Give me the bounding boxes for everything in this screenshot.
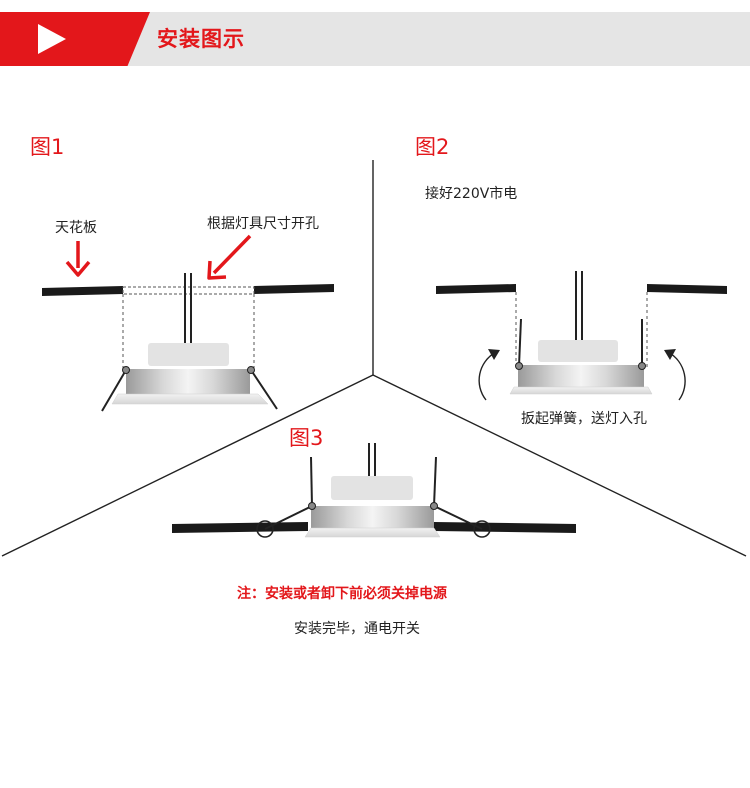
figure3-label: 图3 <box>289 426 324 450</box>
section-title: 安装图示 <box>157 27 245 51</box>
figure2-drawing <box>436 271 727 401</box>
figure3-drawing <box>172 443 576 538</box>
hole-size-label: 根据灯具尺寸开孔 <box>207 216 319 232</box>
spring-label: 扳起弹簧，送灯入孔 <box>521 411 647 427</box>
left-rotate-arrow-icon <box>478 349 500 401</box>
figure2-label: 图2 <box>415 135 450 159</box>
figure1-label: 图1 <box>30 135 65 159</box>
figure1-drawing <box>42 234 334 412</box>
safety-warning: 注：安装或者卸下前必须关掉电源 <box>237 586 447 602</box>
divider-lines <box>1 160 747 557</box>
ceiling-label: 天花板 <box>55 220 97 236</box>
ceiling-arrow-icon <box>65 241 91 277</box>
section-header: 安装图示 <box>0 12 750 66</box>
play-icon <box>38 24 66 54</box>
power-label: 接好220V市电 <box>425 186 518 202</box>
right-rotate-arrow-icon <box>664 349 686 401</box>
hole-arrow-icon <box>207 234 252 280</box>
header-accent-block <box>0 12 150 66</box>
finish-note: 安装完毕，通电开关 <box>294 621 420 637</box>
